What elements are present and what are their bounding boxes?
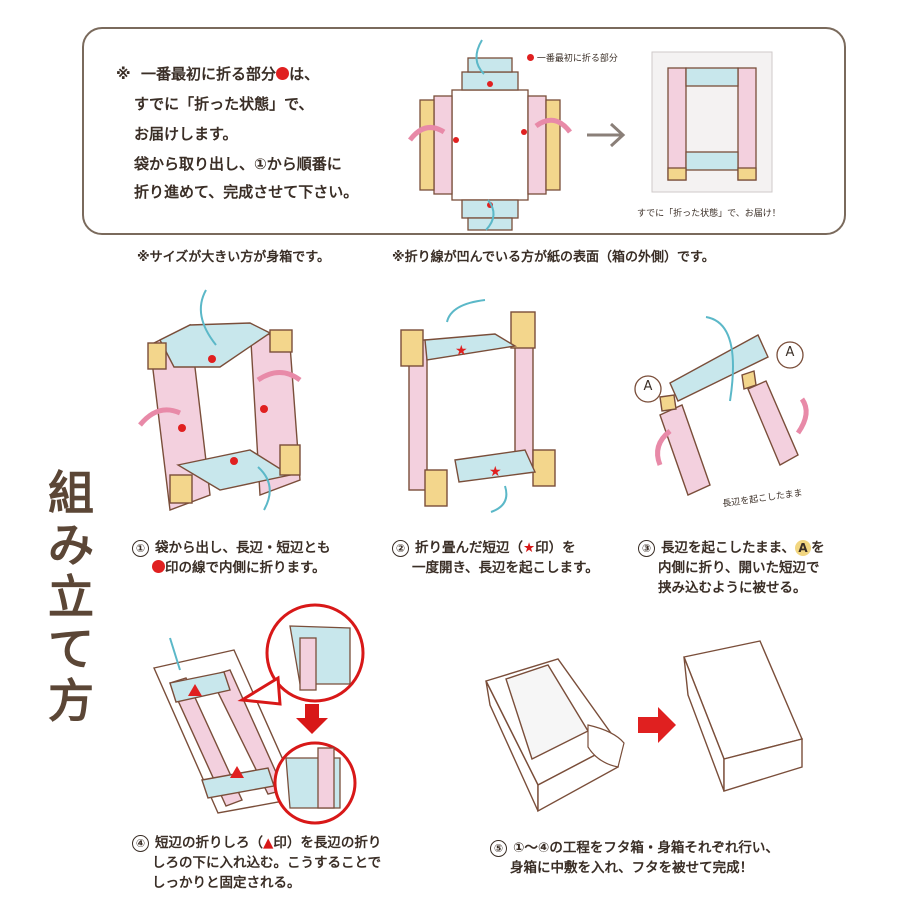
flat-net-diagram [408, 39, 572, 231]
arrow-right-icon [638, 707, 676, 743]
notice-line-1: ※ 一番最初に折る部分は、 [116, 65, 320, 83]
title-char: て [48, 622, 94, 676]
delivered-note: すでに「折った状態」で、お届け！ [637, 209, 781, 219]
notice-box [82, 27, 846, 235]
label-a: A [785, 345, 795, 360]
notice-line-2: すでに「折った状態」で、 [134, 95, 314, 113]
notice-line-3: お届けします。 [134, 125, 238, 143]
red-dot-icon [152, 560, 165, 573]
label-a-badge [634, 375, 662, 403]
notice-line-4: 袋から取り出し、①から順番に [134, 155, 342, 173]
step4-diagram [153, 603, 365, 825]
title-char: 立 [48, 570, 94, 624]
size-note: ※サイズが大きい方が身箱です。 [137, 250, 330, 265]
legend: 一番最初に折る部分 [527, 51, 618, 64]
title-char: 組 [48, 466, 94, 520]
step1-diagram [138, 289, 302, 511]
label-a-badge [776, 341, 804, 369]
step5-diagram [485, 640, 803, 813]
title-char: 方 [48, 674, 94, 728]
svg-text:★: ★ [489, 464, 502, 480]
step3-diagram [634, 316, 809, 496]
folded-state-diagram [651, 51, 773, 193]
title-char: み [48, 518, 94, 572]
notice-line-5: 折り進めて、完成させて下さい。 [134, 183, 359, 201]
fold-note: ※折り線が凹んでいる方が紙の表面（箱の外側）です。 [392, 250, 715, 265]
red-dot-icon [276, 67, 290, 80]
arrow-right-icon [587, 122, 626, 148]
label-a: A [643, 379, 653, 394]
step2-diagram: ★ ★ [400, 299, 556, 513]
red-dot-icon [527, 54, 534, 61]
svg-text:★: ★ [455, 343, 468, 359]
